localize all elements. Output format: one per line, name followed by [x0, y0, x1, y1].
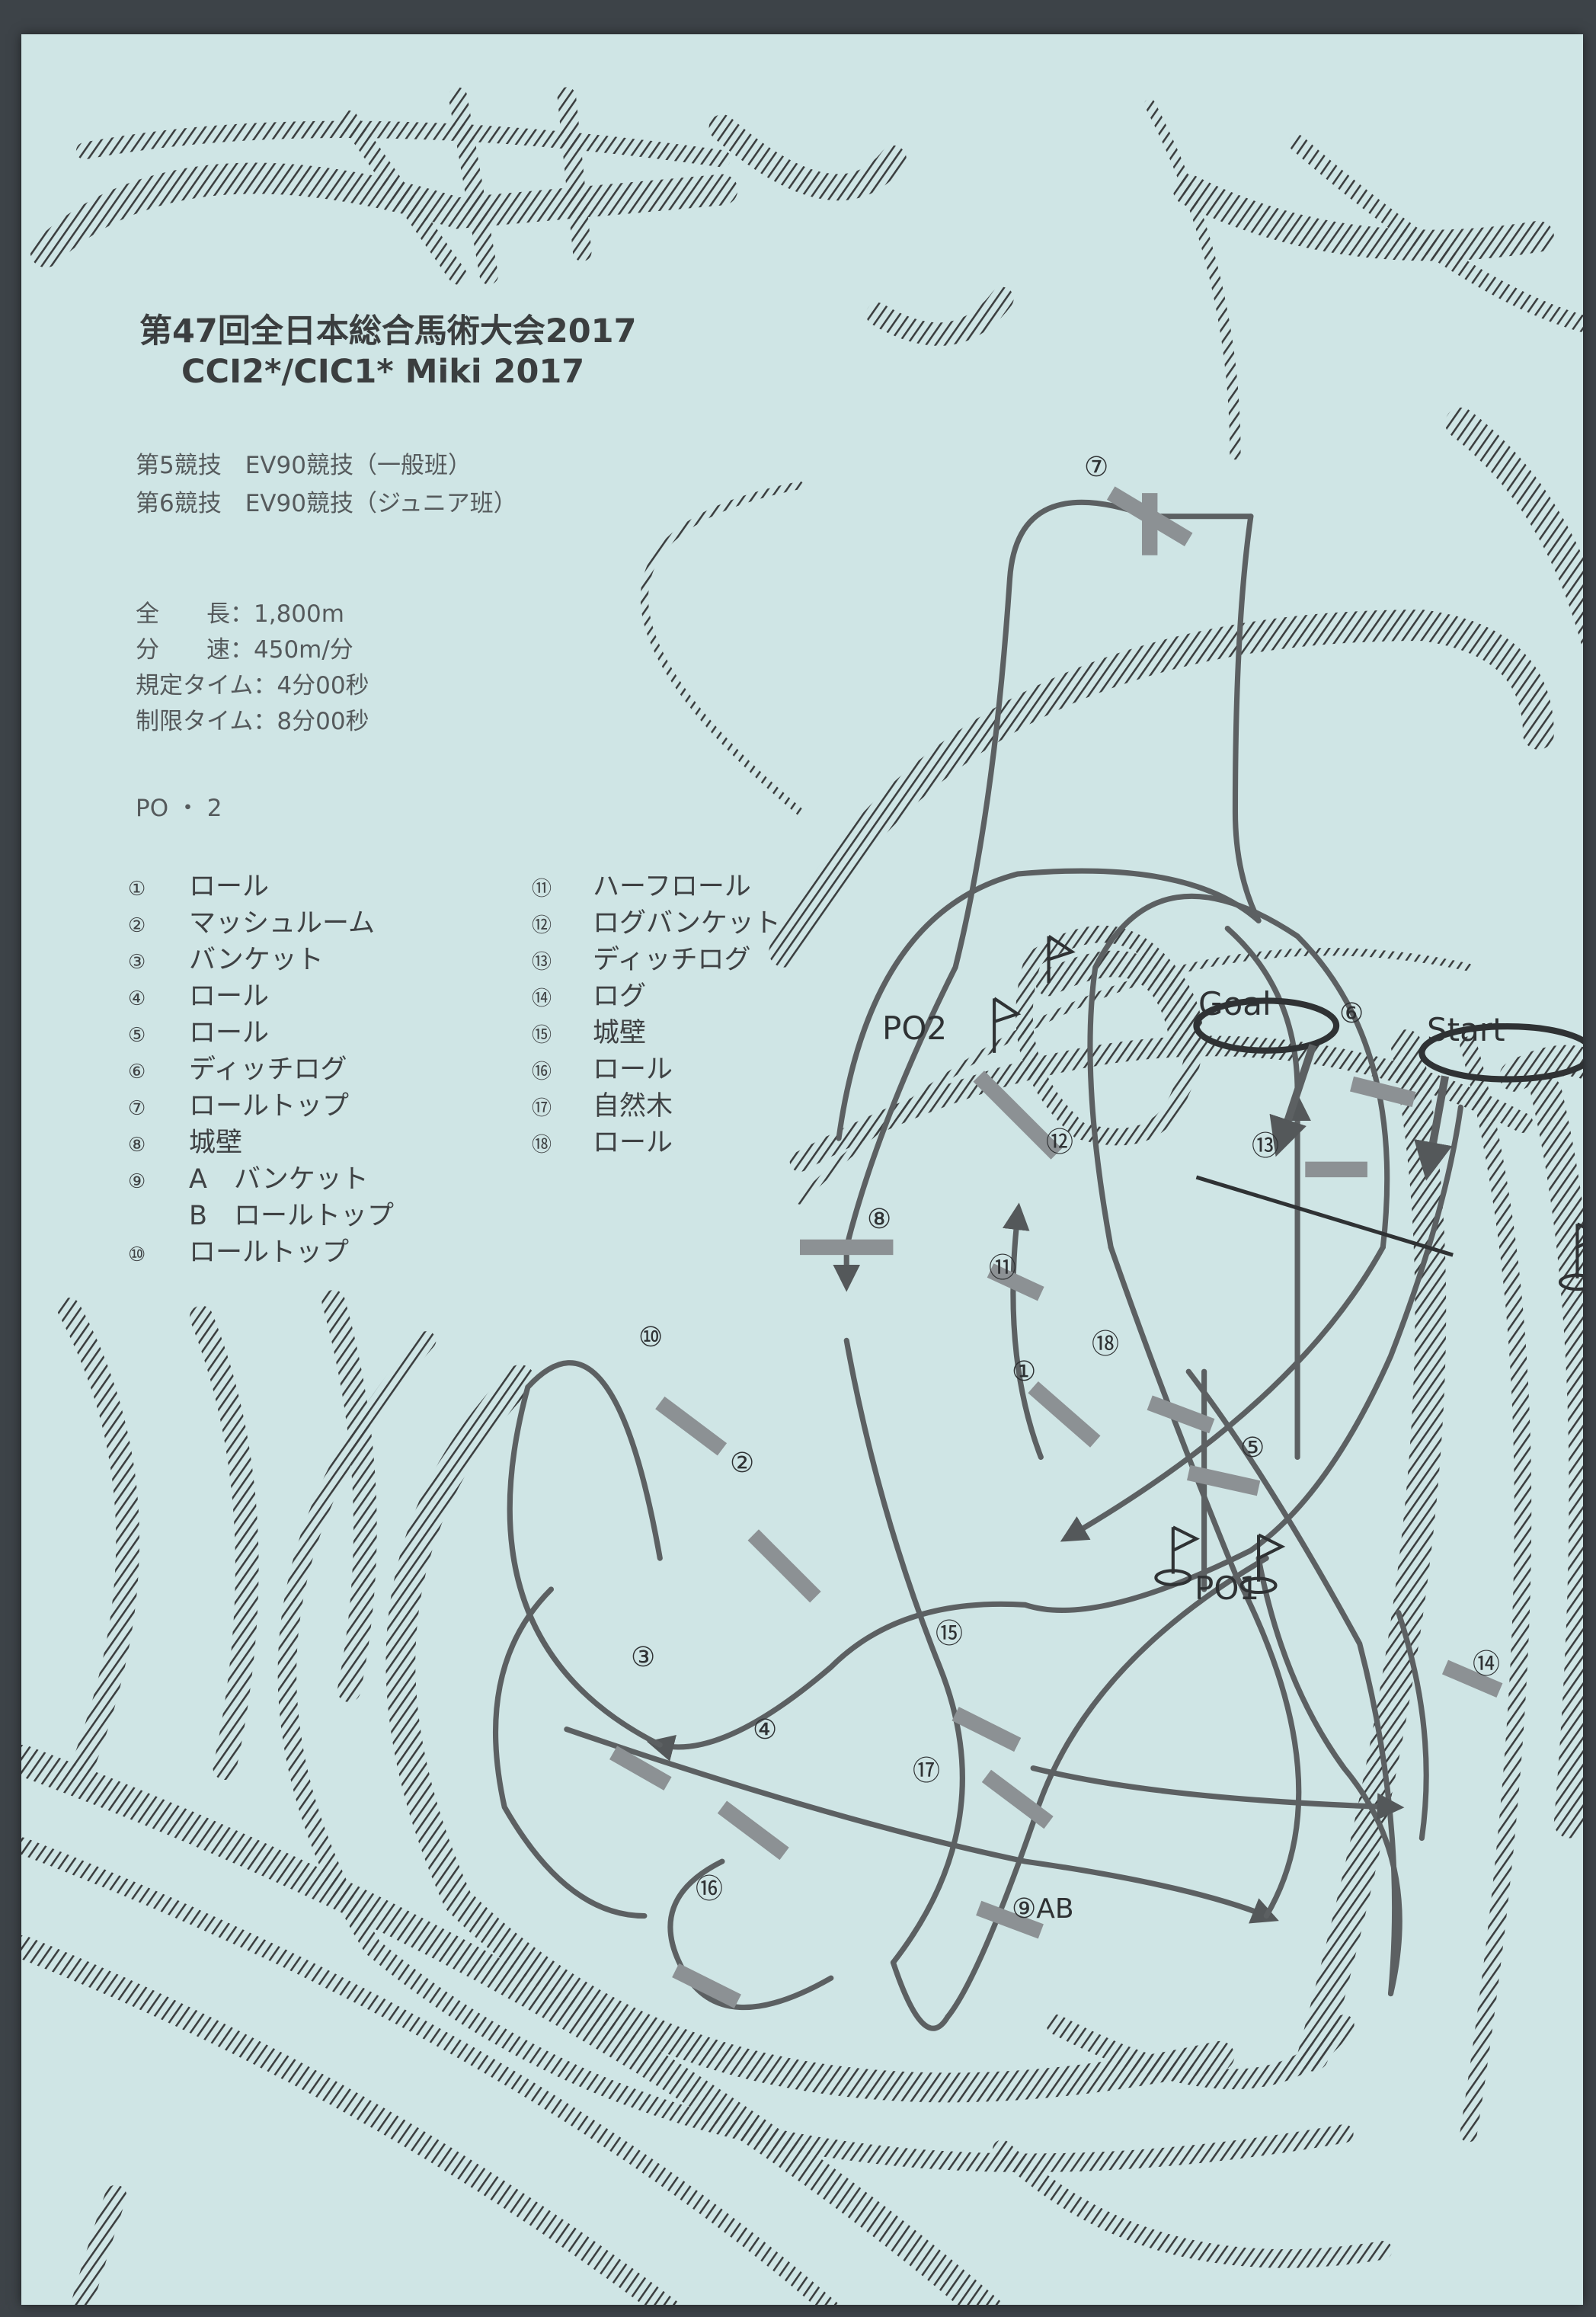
- pond: [1015, 925, 1204, 1146]
- course-map: [21, 87, 1583, 2305]
- goal-label: Goal: [1198, 985, 1271, 1022]
- po1-label: PO1: [1195, 1570, 1260, 1607]
- start-oval: [1418, 1023, 1583, 1083]
- fence-label-1: ①: [1012, 1356, 1037, 1387]
- event-line-2: 第6競技 EV90競技（ジュニア班）: [136, 490, 517, 517]
- fence-markers: [609, 486, 1503, 2008]
- fence-label-3: ③: [631, 1642, 656, 1673]
- po-count: PO ・ 2: [136, 795, 222, 822]
- fence-label-8: ⑧: [867, 1204, 892, 1235]
- fence-label-18: ⑱: [1092, 1329, 1120, 1360]
- course-map-sheet: 第47回全日本総合馬術大会2017 CCI2*/CIC1* Miki 2017 …: [21, 34, 1583, 2305]
- stat-value: 4分00秒: [277, 672, 369, 699]
- fence-label-9: ⑨AB: [1012, 1893, 1074, 1925]
- fence-label-14: ⑭: [1473, 1649, 1501, 1680]
- fence-label-6: ⑥: [1339, 998, 1364, 1029]
- legend-item: B ロールトップ: [189, 1201, 395, 1231]
- fence-label-5: ⑤: [1240, 1432, 1265, 1464]
- fence-label-11: ⑪: [989, 1253, 1017, 1284]
- fence-label-12: ⑫: [1046, 1127, 1074, 1158]
- stat-label: 制限タイム: [136, 708, 254, 735]
- flag-icons: [993, 935, 1583, 1595]
- title-ja: 第47回全日本総合馬術大会2017: [139, 312, 637, 350]
- start-label: Start: [1427, 1011, 1505, 1048]
- fence-label-16: ⑯: [696, 1874, 724, 1905]
- stat-value: 8分00秒: [277, 708, 369, 735]
- course-route: [492, 499, 1463, 2031]
- title-en: CCI2*/CIC1* Miki 2017: [181, 353, 585, 391]
- stat-value: 450m/分: [254, 636, 353, 664]
- stat-label: 分 速: [136, 636, 230, 664]
- fence-label-13: ⑬: [1252, 1131, 1280, 1162]
- fence-label-10: ⑩: [638, 1322, 664, 1353]
- stat-label: 全 長: [136, 600, 230, 628]
- stat-label: 規定タイム: [136, 672, 254, 699]
- po2-label: PO2: [882, 1010, 948, 1047]
- event-line-1: 第5競技 EV90競技（一般班）: [136, 452, 472, 479]
- fence-label-17: ⑰: [913, 1755, 941, 1787]
- fence-label-2: ②: [730, 1448, 755, 1479]
- fence-label-7: ⑦: [1084, 452, 1109, 483]
- goal-oval: [1193, 997, 1340, 1054]
- fence-label-4: ④: [753, 1714, 778, 1746]
- fence-label-15: ⑮: [936, 1618, 964, 1650]
- stat-value: 1,800m: [254, 600, 344, 628]
